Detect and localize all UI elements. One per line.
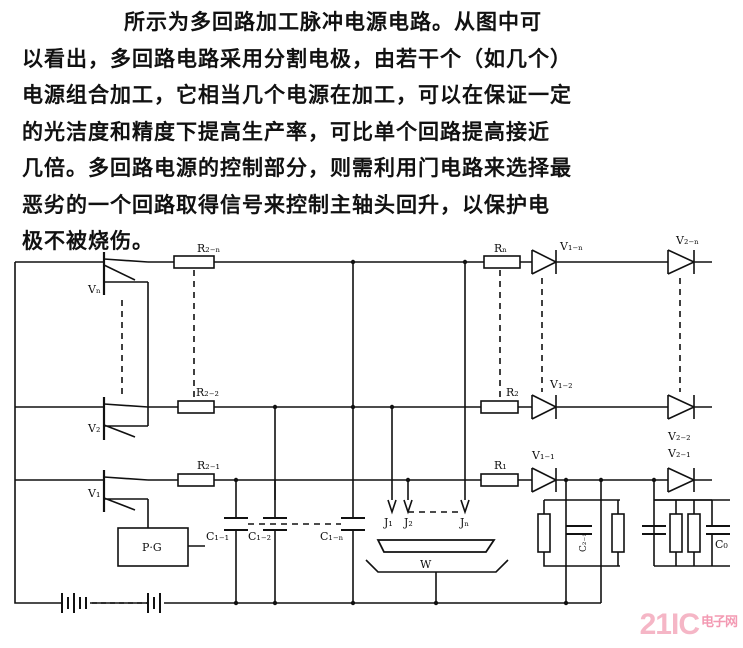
transistor-v2-legs: [103, 403, 149, 438]
capacitor-c11: [224, 517, 248, 531]
label-v11: V₁₋₁: [531, 449, 555, 462]
battery-cells: [61, 593, 87, 613]
label-pg: P·G: [142, 541, 162, 554]
diode-v11: [531, 467, 558, 493]
capacitor-c0: [706, 525, 730, 535]
resistor-r2n: [173, 255, 215, 269]
label-r2: R₂: [506, 386, 519, 399]
bus-verticals: [274, 262, 354, 500]
label-v12: V₁₋₂: [549, 378, 573, 391]
capacitor-c12: [263, 517, 287, 531]
detect-res1-wire: [543, 500, 620, 567]
label-w: W: [420, 558, 432, 571]
label-r2n: R₂₋ₙ: [197, 242, 220, 255]
diode-v12: [531, 394, 558, 420]
detect-resistor-2: [611, 513, 625, 553]
frame-wire: [14, 262, 62, 604]
output-resistor-2: [687, 513, 701, 553]
output-wires: [654, 499, 712, 567]
description-line: 电源组合加工，它相当几个电源在加工，可以在保证一定: [22, 82, 572, 107]
description-paragraph: 所示为多回路加工脉冲电源电路。从图中可 以看出，多回路电路采用分割电极，由若干个…: [22, 4, 722, 260]
resistor-rn: [483, 255, 521, 269]
capacitor-c1n: [341, 517, 365, 531]
label-c21: C₂₋₁: [579, 533, 589, 552]
description-line: 所示为多回路加工脉冲电源电路。从图中可: [124, 9, 542, 34]
label-j2: J₂: [403, 516, 413, 529]
transistor-vn-legs: [103, 264, 148, 283]
output-capacitor: [642, 525, 666, 535]
label-c12: C₁₋₂: [248, 530, 271, 543]
watermark-suffix: 电子网: [700, 614, 738, 629]
resistor-r22: [177, 400, 215, 414]
label-v21: V₂₋₁: [667, 447, 691, 460]
output-resistor-1: [669, 513, 683, 553]
label-vn: Vₙ: [87, 283, 101, 296]
diode-v2n: [667, 249, 696, 275]
description-line: 恶劣的一个回路取得信号来控制主轴头回升，以保护电: [22, 191, 550, 217]
resistor-r1: [480, 473, 519, 487]
label-j1: J₁: [383, 516, 393, 529]
transistor-v1-legs: [103, 476, 149, 511]
workpiece-tray: [376, 539, 496, 553]
label-v2: V₂: [87, 422, 100, 435]
label-jn: Jₙ: [459, 516, 469, 529]
label-v1n: V₁₋ₙ: [559, 240, 583, 253]
pg-block: [117, 527, 189, 567]
label-c0: C₀: [715, 538, 728, 551]
label-c1n: C₁₋ₙ: [320, 530, 344, 543]
watermark-brand: 21IC: [639, 608, 700, 641]
diode-v21: [667, 467, 696, 493]
description-line: 的光洁度和精度下提高生产率，可比单个回路提高接近: [22, 118, 550, 144]
capacitor-c21: [566, 525, 592, 535]
description-line: 以看出，多回路电路采用分割电极，由若干个（如几个）: [22, 45, 572, 71]
battery-cells-2: [147, 593, 161, 613]
detect-resistor-1: [537, 513, 551, 553]
label-v22: V₂₋₂: [667, 430, 691, 443]
transistor-vn-collector: [103, 258, 149, 263]
description-line: 极不被烧伤。: [22, 228, 154, 253]
diode-v1n: [531, 249, 558, 275]
label-c11: C₁₋₁: [206, 530, 229, 543]
workpiece-base: [365, 559, 509, 573]
lead-arrows: [387, 499, 470, 515]
resistor-r21: [177, 473, 215, 487]
resistor-r2: [480, 400, 519, 414]
label-r22: R₂₋₂: [196, 386, 219, 399]
diode-v22: [667, 394, 696, 420]
output-terminals: [712, 499, 730, 567]
label-r1: R₁: [494, 459, 507, 472]
label-r21: R₂₋₁: [197, 459, 220, 472]
label-v1: V₁: [87, 487, 100, 500]
description-line: 几倍。多回路电源的控制部分，则需利用门电路来选择最: [22, 155, 572, 180]
junction-dots: [233, 259, 657, 606]
label-v2n: V₂₋ₙ: [675, 234, 699, 247]
label-rn: Rₙ: [494, 242, 507, 255]
